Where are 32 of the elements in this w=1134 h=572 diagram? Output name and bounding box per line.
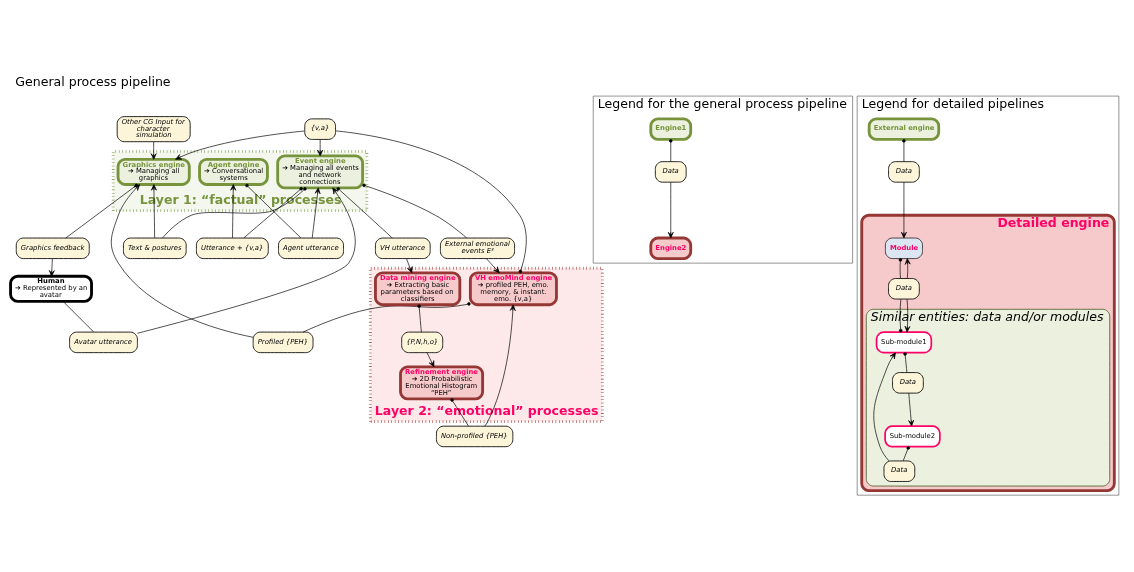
arrow <box>426 351 435 367</box>
arrow <box>904 298 911 332</box>
arrow <box>150 140 157 160</box>
connector <box>302 301 471 332</box>
arrow <box>317 138 324 156</box>
diagram-title: General process pipeline <box>15 73 171 89</box>
arrow <box>908 392 915 426</box>
arrow <box>901 181 907 238</box>
connector <box>362 183 467 238</box>
connector <box>336 186 393 238</box>
connector <box>669 138 673 162</box>
arrow <box>484 304 516 426</box>
connector <box>898 257 903 279</box>
arrow <box>667 181 674 238</box>
connector <box>899 298 903 332</box>
connector <box>902 445 910 461</box>
arrow <box>873 351 896 461</box>
arrow <box>904 257 911 279</box>
arrow <box>311 187 321 238</box>
connector <box>417 303 422 332</box>
arrow <box>230 183 237 238</box>
connector <box>335 130 527 273</box>
connector <box>903 351 908 373</box>
arrow <box>486 257 500 273</box>
arrow <box>406 257 413 273</box>
arrow <box>175 130 305 160</box>
connector <box>62 300 95 332</box>
connector <box>450 397 469 426</box>
arrow <box>137 187 356 334</box>
connector <box>902 138 906 162</box>
arrow <box>151 183 157 238</box>
arrow <box>48 257 55 277</box>
